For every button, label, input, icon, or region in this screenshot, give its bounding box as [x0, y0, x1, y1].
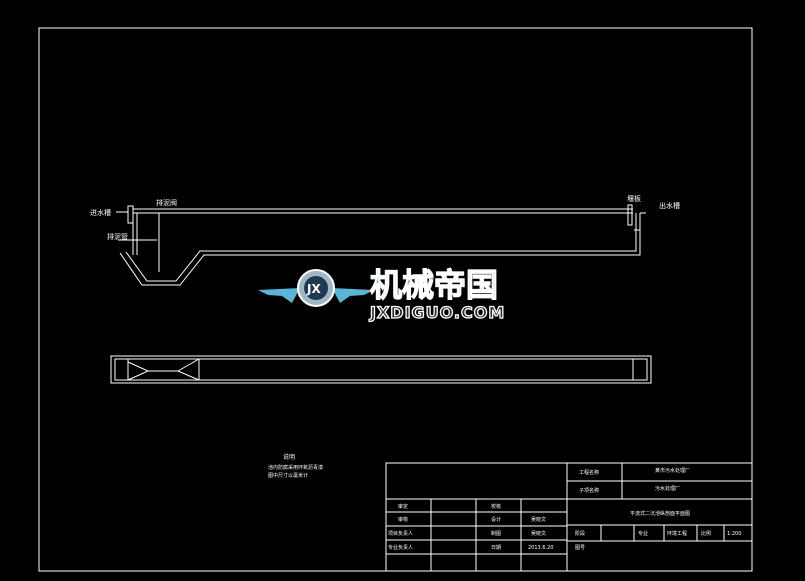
- tb-row2-mid-val: 吴晓文: [531, 516, 546, 523]
- watermark-en: JXDIGUO.COM: [369, 303, 505, 322]
- watermark-emblem: JX: [306, 282, 321, 296]
- tb-sheet-label: 图号: [575, 545, 585, 551]
- tb-major-label: 专业: [638, 530, 648, 537]
- tb-item-label: 子项名称: [579, 487, 599, 494]
- notes-heading: 说明: [283, 453, 295, 461]
- tb-row2-left: 审核: [398, 516, 408, 523]
- tb-drawing-title: 平流式二沉池纵剖面平面图: [630, 510, 690, 517]
- notes-line-2: 图中尺寸以毫米计: [268, 472, 308, 479]
- tb-scale-value: 1:200: [727, 531, 741, 537]
- label-sludge-valve: 排泥阀: [156, 198, 177, 207]
- plan-view: [110, 355, 652, 384]
- tb-row3-left: 项目负责人: [388, 530, 413, 537]
- label-outlet-slot: 出水槽: [659, 201, 680, 210]
- tb-row1-left: 审定: [398, 503, 408, 510]
- tb-row4-left: 专业负责人: [388, 544, 413, 551]
- tb-project-label: 工程名称: [579, 469, 599, 476]
- label-weir-plate: 堰板: [627, 194, 641, 203]
- label-inlet-slot: 进水槽: [90, 208, 111, 217]
- notes-line-1: 池内防腐采用环氧沥青漆: [268, 464, 323, 471]
- tb-row3-mid-val: 吴晓文: [531, 530, 546, 537]
- tb-project-value: 某市污水处理厂: [655, 467, 690, 474]
- tb-row3-mid: 制图: [491, 530, 501, 537]
- title-block: [385, 462, 753, 572]
- tb-row4-mid-val: 2013.6.20: [528, 545, 553, 551]
- title-block-text: 审定 校核 审核 设计 吴晓文 项目负责人 制图 吴晓文 专业负责人 日期 20…: [388, 467, 741, 551]
- section-view: [118, 204, 646, 286]
- tb-row4-mid: 日期: [491, 545, 501, 551]
- tb-scale-label: 比例: [701, 530, 711, 537]
- tb-item-value: 污水处理厂: [655, 485, 680, 492]
- watermark-logo: JX 机械帝国 JXDIGUO.COM: [258, 265, 505, 323]
- tb-stage-label: 阶段: [575, 530, 585, 537]
- watermark-cn: 机械帝国: [370, 266, 498, 304]
- tb-row1-mid: 校核: [491, 503, 501, 510]
- tb-major-value: 环境工程: [667, 530, 687, 537]
- label-sludge-pipe: 排泥管: [107, 232, 128, 241]
- tb-row2-mid: 设计: [491, 516, 501, 523]
